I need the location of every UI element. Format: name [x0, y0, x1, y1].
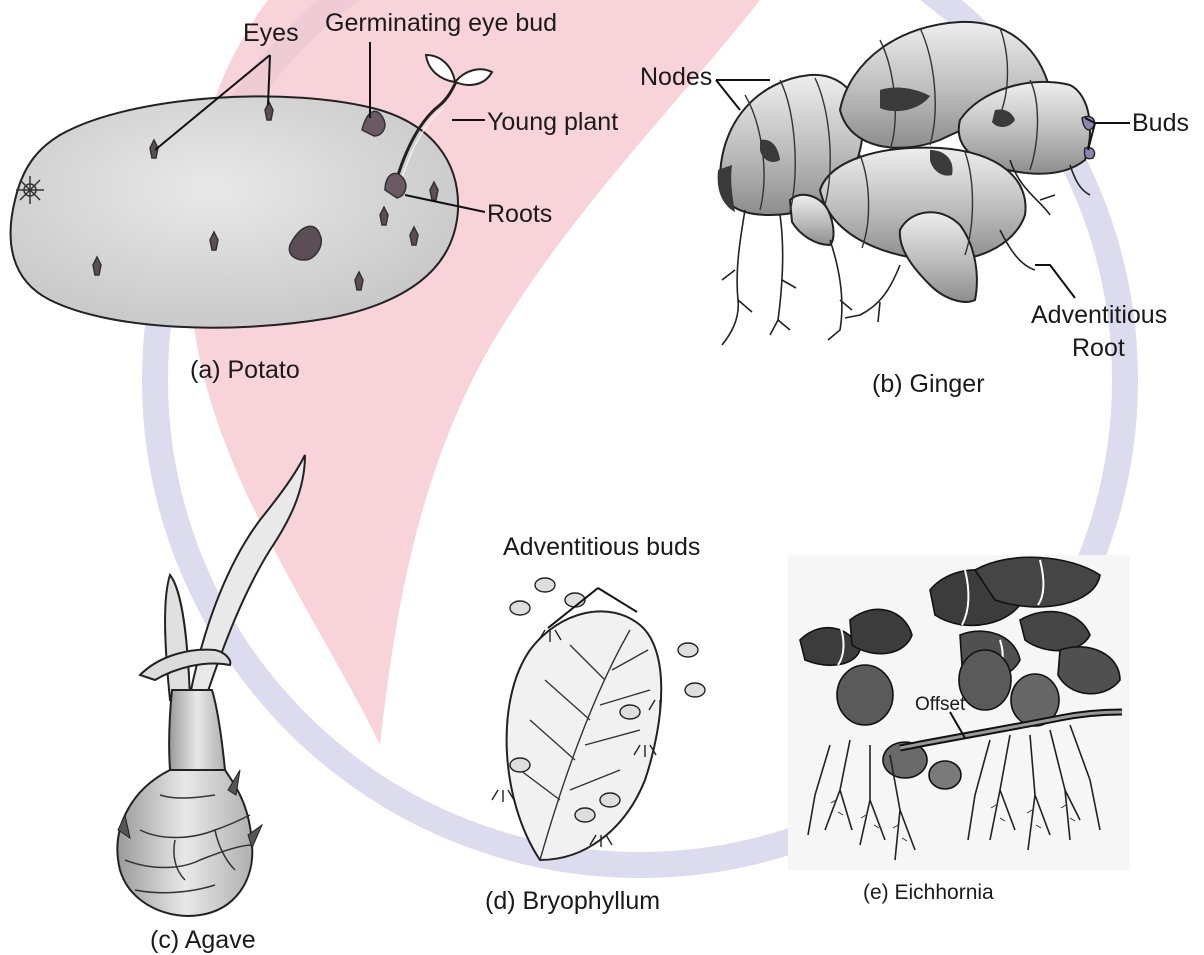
eichhornia-illustration: Offset (e) Eichhornia [788, 555, 1130, 904]
label-eyes: Eyes [243, 19, 299, 47]
label-offset: Offset [915, 694, 966, 715]
caption-ginger: (b) Ginger [872, 370, 985, 398]
bryophyllum-leaf [507, 611, 662, 860]
label-young-plant: Young plant [487, 108, 618, 136]
caption-potato: (a) Potato [190, 356, 300, 384]
label-adventitious-root-2: Root [1072, 334, 1125, 362]
caption-bryophyllum: (d) Bryophyllum [485, 887, 660, 915]
label-germinating-eye-bud: Germinating eye bud [325, 9, 557, 37]
label-roots: Roots [487, 200, 552, 228]
potato-tuber [11, 96, 459, 327]
caption-eichhornia: (e) Eichhornia [863, 881, 994, 904]
caption-agave: (c) Agave [150, 926, 256, 954]
label-nodes: Nodes [640, 63, 712, 91]
agave-inner-leaf [165, 575, 190, 700]
agave-stem [169, 690, 225, 770]
potato-stem-end [16, 176, 44, 204]
label-adventitious-buds: Adventitious buds [503, 533, 700, 561]
label-adventitious-root-1: Adventitious [1031, 301, 1167, 329]
label-buds: Buds [1132, 109, 1189, 137]
